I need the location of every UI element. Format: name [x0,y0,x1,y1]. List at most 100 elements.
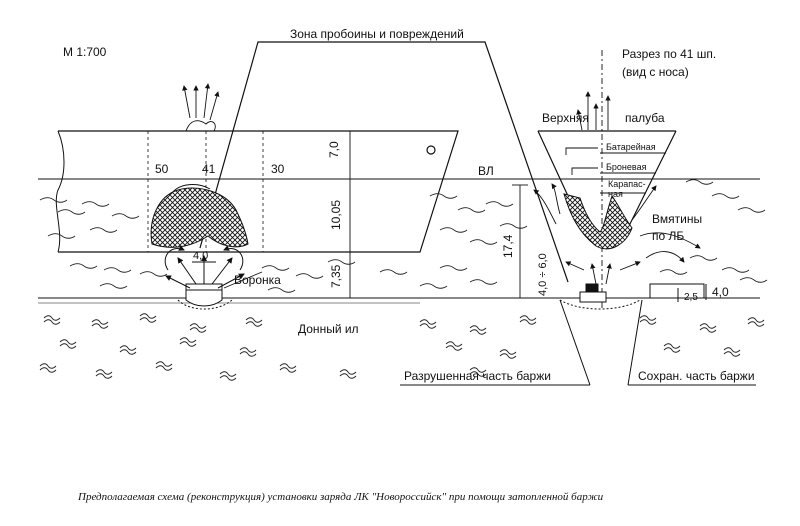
barge-leaders [400,299,756,386]
wave-mark [711,193,740,199]
wave-mark [429,193,458,199]
breach-bulge [171,184,211,194]
wave-mark [39,197,68,203]
silt-mark [519,319,537,325]
porthole [426,145,436,155]
silt-mark [339,369,357,375]
wave-mark [261,265,290,271]
silt-mark [91,323,109,329]
silt-mark [445,345,463,351]
hull-outline [55,130,459,253]
silt-mark [119,345,137,351]
water-waves [39,179,768,381]
dim-7-35: 7,35 [329,264,343,288]
wave-mark [721,267,750,273]
silt-mark [189,327,207,333]
deck-orlop-1: Карапас- [608,179,646,189]
silt-mark [179,337,197,343]
deck-orlop-2: ная [608,189,623,199]
preserved-barge-label: Сохран. часть баржи [638,369,755,383]
wave-mark [659,269,688,275]
silt-mark [43,319,61,325]
silt-mark [747,321,765,327]
wave-mark [419,283,448,289]
silt-mark [239,347,257,353]
frame-50: 50 [155,162,169,176]
silt-mark [747,317,765,323]
dim-crater-width: 4,0 [193,250,208,262]
silt-label: Донный ил [298,322,359,336]
silt-mark [219,371,237,377]
silt-mark [445,341,463,347]
plume-top [182,83,220,132]
silt-mark [663,347,681,353]
section-damage [563,193,633,250]
silt-mark [469,371,487,377]
deck-armored: Броневая [606,162,647,172]
frame-30: 30 [271,162,285,176]
dim-4-0: 4,0 [712,285,729,299]
wave-mark [47,233,76,239]
wave-mark [689,255,718,261]
silt-mark [155,365,173,371]
silt-mark [419,319,437,325]
charge-group [164,245,245,310]
silt-mark [95,369,113,375]
silt-mark [519,315,537,321]
waterline-group [38,178,760,304]
section-title-2: (вид с носа) [622,65,689,79]
barge-section [559,283,707,310]
dim-7: 7,0 [327,141,341,158]
silt-mark [59,339,77,345]
deck-upper-right: палуба [625,111,665,125]
silt-mark [699,327,717,333]
section-arrows [533,91,701,285]
wave-mark [439,265,468,271]
silt-mark [245,317,263,323]
silt-mark [723,347,741,353]
dim-17-4: 17,4 [501,234,515,258]
dim-10-05: 10,05 [329,200,343,230]
wave-mark [739,277,768,283]
destroyed-barge-label: Разрушенная часть баржи [404,369,551,383]
dents-label-1: Вмятины [652,212,702,226]
silt-mark [469,329,487,335]
silt-mark [499,353,517,359]
wave-mark [57,209,86,215]
wave-mark [89,227,118,233]
wave-mark [499,223,528,229]
damage-zone-title: Зона пробоины и повреждений [290,27,464,41]
crater-leader [223,271,263,289]
silt-mark [699,323,717,329]
wave-mark [379,269,408,275]
silt-mark [723,351,741,357]
wave-mark [685,179,714,185]
silt-mark [469,367,487,373]
deck-battery: Батарейная [606,142,656,152]
wave-mark [139,271,168,277]
hull-breach [150,187,249,248]
figure-caption: Предполагаемая схема (реконструкция) уст… [77,491,604,503]
silt-mark [339,373,357,379]
silt-mark [469,325,487,331]
silt-mark [59,343,77,349]
wave-mark [469,239,498,245]
silt-mark [499,349,517,355]
section-title-1: Разрез по 41 шп. [622,47,716,61]
silt-mark [91,319,109,325]
wave-mark [469,279,498,285]
wave-mark [737,207,766,213]
silt-mark [639,315,657,321]
wave-mark [111,213,140,219]
wave-mark [267,287,296,293]
silt-mark [219,375,237,381]
damage-zone-outline [199,41,569,283]
silt-mark [39,363,57,369]
silt-mark [663,343,681,349]
dim-4-6: 4,0 ÷ 6,0 [537,253,549,296]
silt-mark [179,341,197,347]
wave-mark [295,273,324,279]
silt-mark [155,361,173,367]
silt-mark [279,363,297,369]
wave-mark [81,201,110,207]
